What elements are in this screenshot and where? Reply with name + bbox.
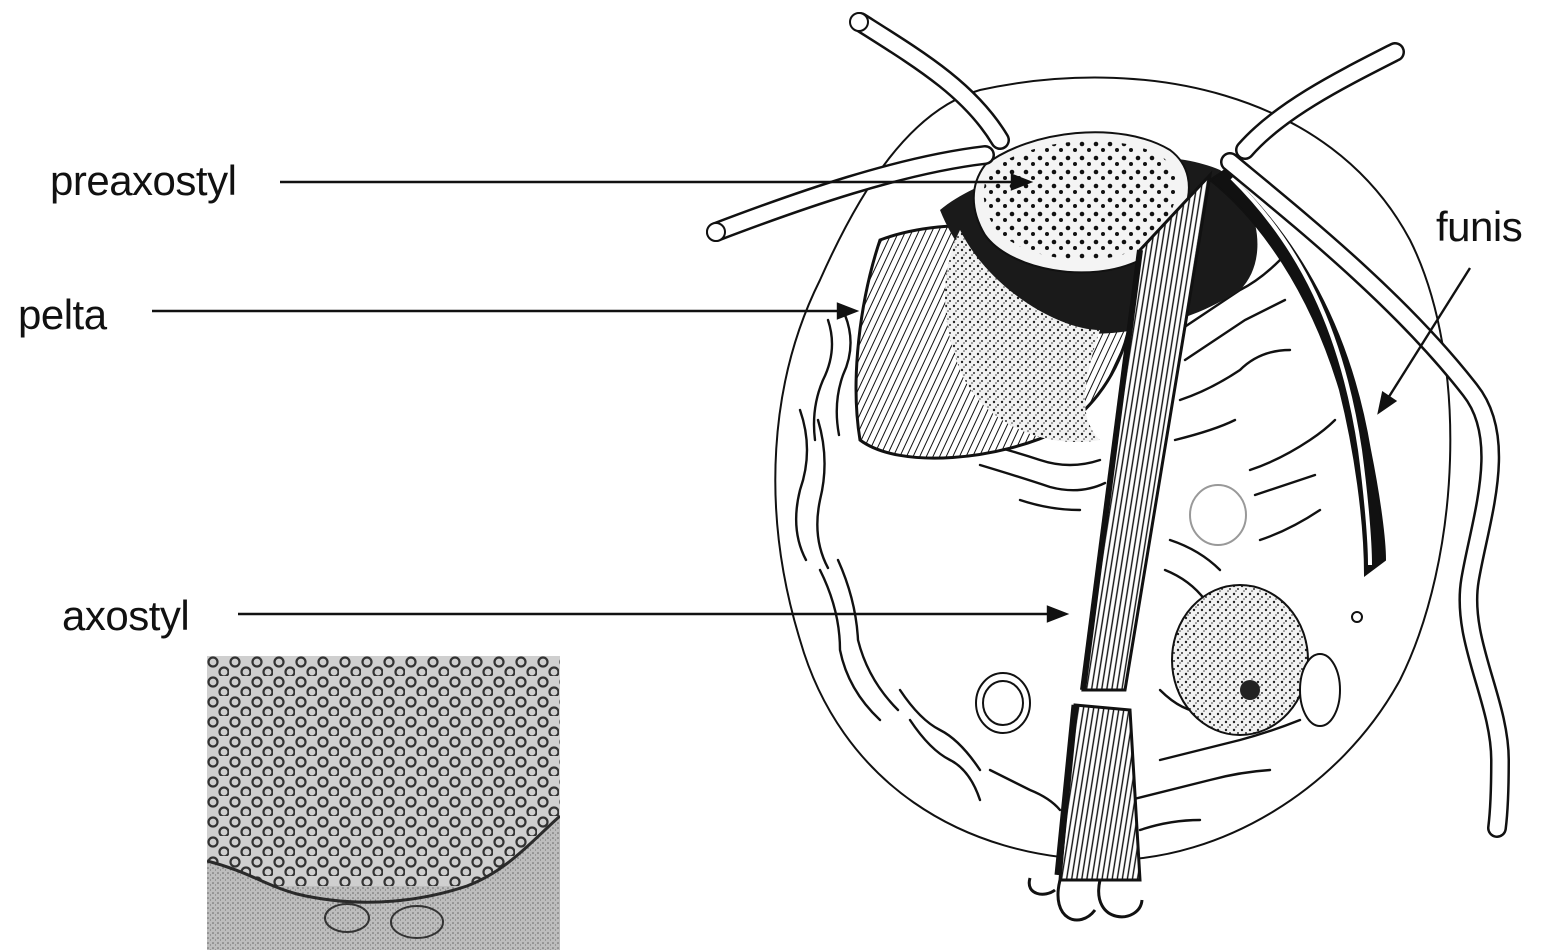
- label-pelta: pelta: [18, 294, 107, 336]
- micrograph-inset: [207, 656, 560, 950]
- micrograph-image: [207, 656, 560, 950]
- label-funis: funis: [1436, 206, 1522, 248]
- label-preaxostyl: preaxostyl: [50, 160, 236, 202]
- label-axostyl: axostyl: [62, 595, 189, 637]
